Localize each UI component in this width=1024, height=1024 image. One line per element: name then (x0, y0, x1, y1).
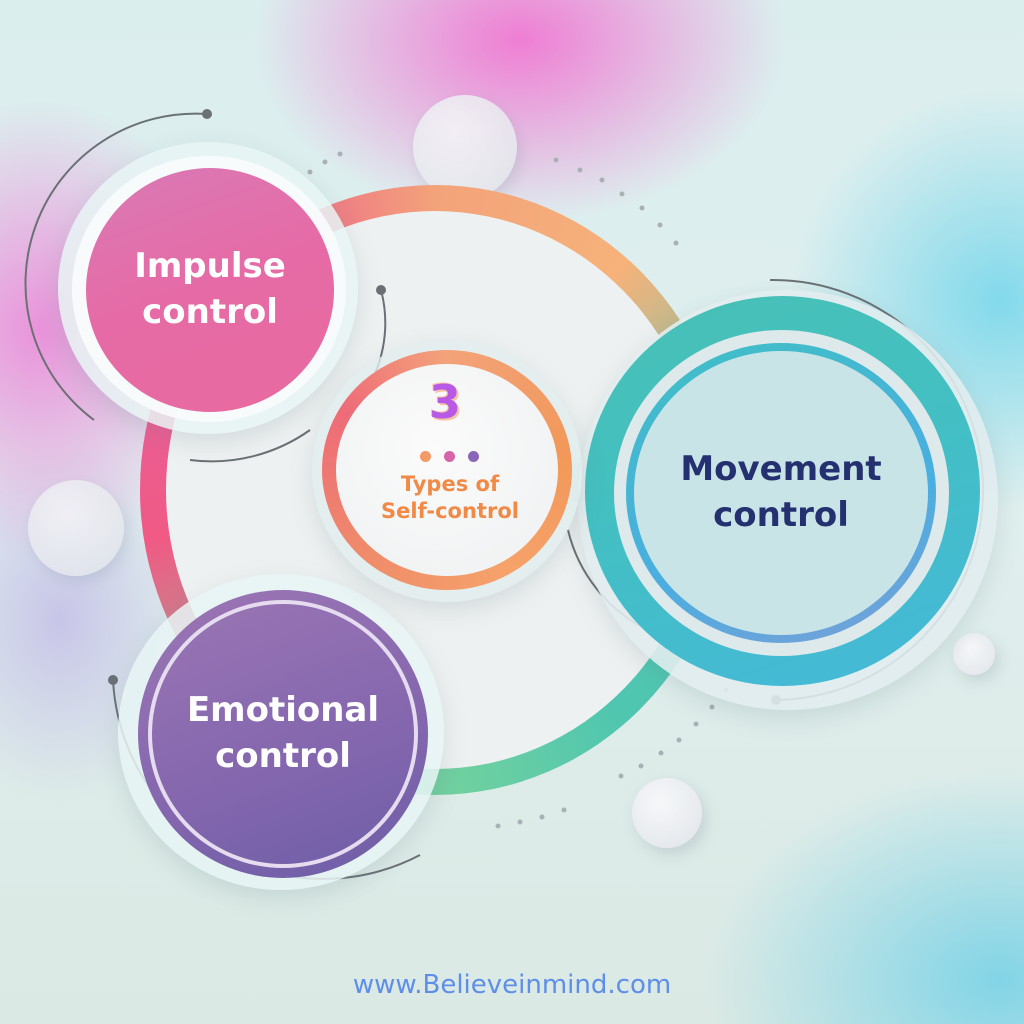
website-url: www.Believeinmind.com (352, 970, 672, 1000)
impulse-label-line2: control (142, 292, 278, 332)
center-node (336, 364, 558, 576)
decorative-bubble (953, 633, 995, 675)
center-dot-2 (444, 451, 455, 462)
impulse-control-node: Impulse control (86, 168, 334, 412)
center-title-line2: Self-control (381, 499, 519, 524)
decorative-bubble (632, 778, 702, 848)
movement-control-node: Movement control (634, 351, 928, 635)
decorative-bubble (28, 480, 124, 576)
center-dot-3 (468, 451, 479, 462)
center-number: 3 (428, 375, 461, 429)
movement-label-line1: Movement (680, 449, 882, 490)
center-dot-1 (420, 451, 431, 462)
impulse-label-line1: Impulse (134, 246, 286, 287)
decorative-bubble (413, 95, 517, 199)
center-title-line1: Types of (400, 472, 500, 496)
movement-label-line2: control (713, 495, 849, 535)
center-title: Types of Self-control (360, 471, 540, 526)
emotional-inner-ring (148, 600, 418, 868)
